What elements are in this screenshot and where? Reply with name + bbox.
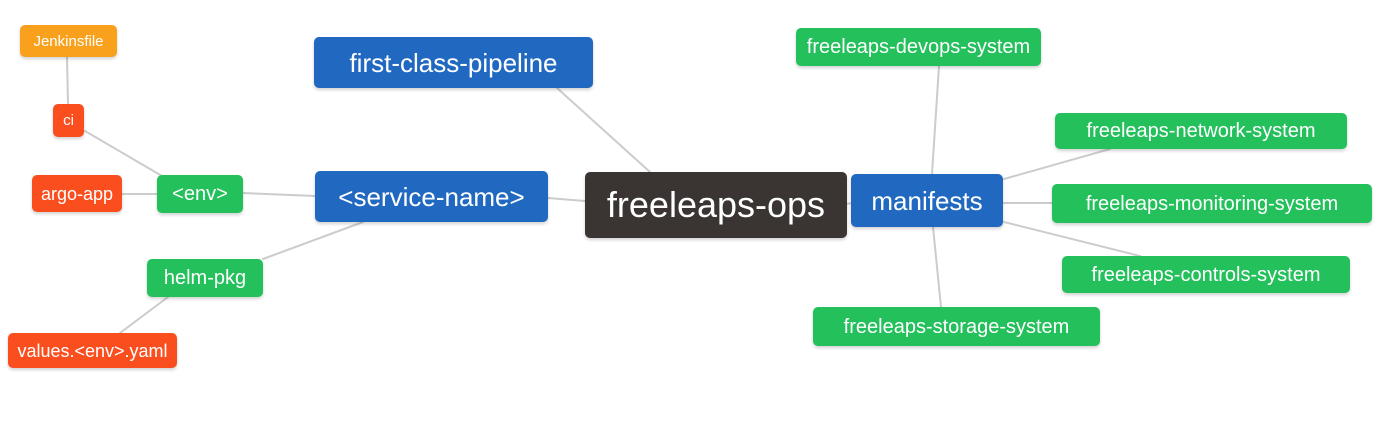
node-first-class-pipeline[interactable]: first-class-pipeline: [314, 37, 593, 88]
node-freeleaps-ops-root[interactable]: freeleaps-ops: [585, 172, 847, 238]
connector-manifests-freeleaps-storage-system: [932, 226, 942, 308]
node-manifests[interactable]: manifests: [851, 174, 1003, 227]
connector-manifests-freeleaps-network-system: [1003, 148, 1111, 180]
connector-service-name-freeleaps-ops: [547, 197, 586, 202]
connector-jenkinsfile-ci: [66, 56, 69, 105]
node-env[interactable]: <env>: [157, 175, 243, 213]
node-jenkinsfile[interactable]: Jenkinsfile: [20, 25, 117, 57]
connector-first-class-pipeline-freeleaps-ops: [556, 87, 651, 173]
node-freeleaps-storage-system[interactable]: freeleaps-storage-system: [813, 307, 1100, 346]
node-values-env-yaml[interactable]: values.<env>.yaml: [8, 333, 177, 368]
node-ci[interactable]: ci: [53, 104, 84, 137]
connector-ci-env: [84, 130, 163, 177]
connector-env-service-name: [242, 192, 316, 197]
node-helm-pkg[interactable]: helm-pkg: [147, 259, 263, 297]
node-argo-app[interactable]: argo-app: [32, 175, 122, 212]
connector-manifests-freeleaps-devops-system: [931, 65, 940, 175]
connector-service-name-helm-pkg: [262, 221, 364, 260]
node-service-name[interactable]: <service-name>: [315, 171, 548, 222]
connector-helm-pkg-values-env-yaml: [119, 296, 169, 334]
node-freeleaps-devops-system[interactable]: freeleaps-devops-system: [796, 28, 1041, 66]
node-freeleaps-monitoring-system[interactable]: freeleaps-monitoring-system: [1052, 184, 1372, 223]
connector-manifests-freeleaps-controls-system: [1003, 221, 1141, 257]
node-freeleaps-network-system[interactable]: freeleaps-network-system: [1055, 113, 1347, 149]
node-freeleaps-controls-system[interactable]: freeleaps-controls-system: [1062, 256, 1350, 293]
